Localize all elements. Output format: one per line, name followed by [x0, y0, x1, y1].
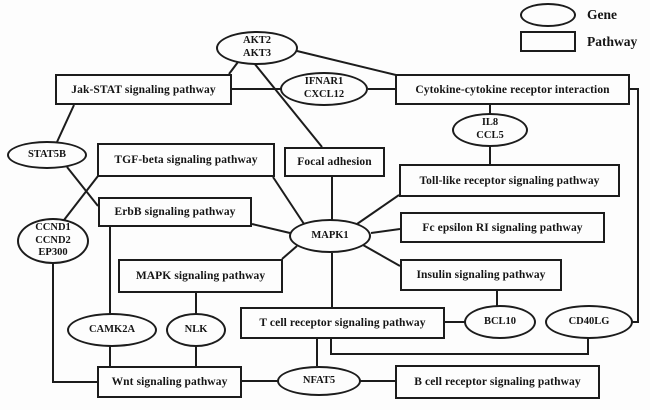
- legend: Gene Pathway: [520, 3, 648, 56]
- edge-akt--focal-adhesion: [253, 62, 323, 148]
- pathway-node-mapk-pathway: MAPK signaling pathway: [118, 259, 283, 293]
- edge-erbb--mapk1: [251, 223, 291, 234]
- node-label: AKT2: [242, 35, 271, 47]
- node-label: B cell receptor signaling pathway: [414, 376, 581, 388]
- edge-akt--jak-stat: [228, 61, 239, 75]
- pathway-node-t-cell: T cell receptor signaling pathway: [240, 307, 445, 339]
- node-label: STAT5B: [27, 148, 67, 160]
- node-label: CAMK2A: [88, 323, 136, 335]
- gene-node-nfat5: NFAT5: [277, 366, 361, 396]
- node-label: ErbB signaling pathway: [114, 206, 236, 218]
- legend-item-gene: Gene: [520, 3, 648, 27]
- node-label: NLK: [184, 323, 208, 335]
- node-label: CCND1: [35, 221, 71, 233]
- pathway-rect-icon: [520, 31, 576, 52]
- edge-mapk1--insulin: [362, 244, 401, 267]
- legend-pathway-label: Pathway: [587, 33, 638, 49]
- node-label: MAPK signaling pathway: [135, 270, 266, 282]
- pathway-node-tgf-beta: TGF-beta signaling pathway: [97, 143, 275, 177]
- pathway-node-fc-epsilon: Fc epsilon RI signaling pathway: [400, 212, 605, 243]
- node-label: CXCL12: [303, 89, 345, 100]
- node-label: AKT3: [242, 48, 271, 59]
- node-label: IFNAR1: [304, 76, 344, 88]
- edge-stat5b--erbb: [66, 166, 99, 207]
- edge-ccnd--tgf-beta: [63, 175, 99, 221]
- edge-mapk1--fc-epsilon: [370, 228, 401, 234]
- pathway-node-erbb: ErbB signaling pathway: [98, 197, 252, 227]
- edge-mapk1--mapk-pathway: [281, 245, 298, 260]
- edge-jak-stat--stat5b: [56, 104, 75, 143]
- edge-tgf-beta--mapk1: [272, 176, 307, 228]
- gene-ellipse-icon: [520, 3, 576, 27]
- pathway-node-cytokine: Cytokine-cytokine receptor interaction: [395, 74, 630, 105]
- edge-t-cell--cd40lg: [330, 338, 589, 355]
- edge-akt--cytokine: [296, 50, 397, 76]
- node-label: TGF-beta signaling pathway: [114, 154, 258, 166]
- legend-item-pathway: Pathway: [520, 31, 648, 52]
- pathway-node-toll-like: Toll-like receptor signaling pathway: [399, 164, 620, 197]
- node-label: MAPK1: [311, 229, 349, 241]
- node-label: Toll-like receptor signaling pathway: [419, 174, 600, 187]
- pathway-node-focal-adhesion: Focal adhesion: [284, 147, 385, 177]
- gene-node-nlk: NLK: [166, 313, 226, 347]
- pathway-node-insulin: Insulin signaling pathway: [400, 259, 562, 291]
- node-label: IL8: [481, 117, 499, 129]
- gene-node-mapk1: MAPK1: [289, 219, 371, 253]
- node-label: NFAT5: [302, 374, 336, 386]
- node-label: CCND2: [35, 234, 71, 246]
- legend-gene-label: Gene: [587, 7, 617, 22]
- node-label: BCL10: [483, 315, 517, 327]
- edge-ccnd--wnt: [52, 263, 97, 383]
- pathway-node-b-cell: B cell receptor signaling pathway: [395, 365, 600, 399]
- gene-node-bcl10: BCL10: [464, 305, 536, 339]
- node-label: CCL5: [476, 130, 504, 141]
- node-label: Fc epsilon RI signaling pathway: [422, 221, 583, 234]
- pathway-node-jak-stat: Jak-STAT signaling pathway: [55, 74, 232, 105]
- gene-node-camk2a: CAMK2A: [67, 313, 157, 347]
- node-label: EP300: [38, 247, 68, 259]
- pathway-node-wnt: Wnt signaling pathway: [97, 366, 242, 398]
- node-label: Insulin signaling pathway: [416, 269, 546, 281]
- node-label: Cytokine-cytokine receptor interaction: [415, 83, 610, 96]
- edge-cytokine--cd40lg: [630, 88, 639, 323]
- node-label: T cell receptor signaling pathway: [259, 317, 426, 329]
- node-label: Wnt signaling pathway: [111, 376, 228, 388]
- node-label: Focal adhesion: [297, 156, 372, 168]
- edge-mapk1--toll-like: [356, 194, 400, 225]
- node-label: CD40LG: [568, 315, 610, 327]
- node-label: Jak-STAT signaling pathway: [71, 83, 216, 96]
- gene-node-cd40lg: CD40LG: [545, 305, 633, 339]
- gene-node-stat5b: STAT5B: [7, 141, 87, 169]
